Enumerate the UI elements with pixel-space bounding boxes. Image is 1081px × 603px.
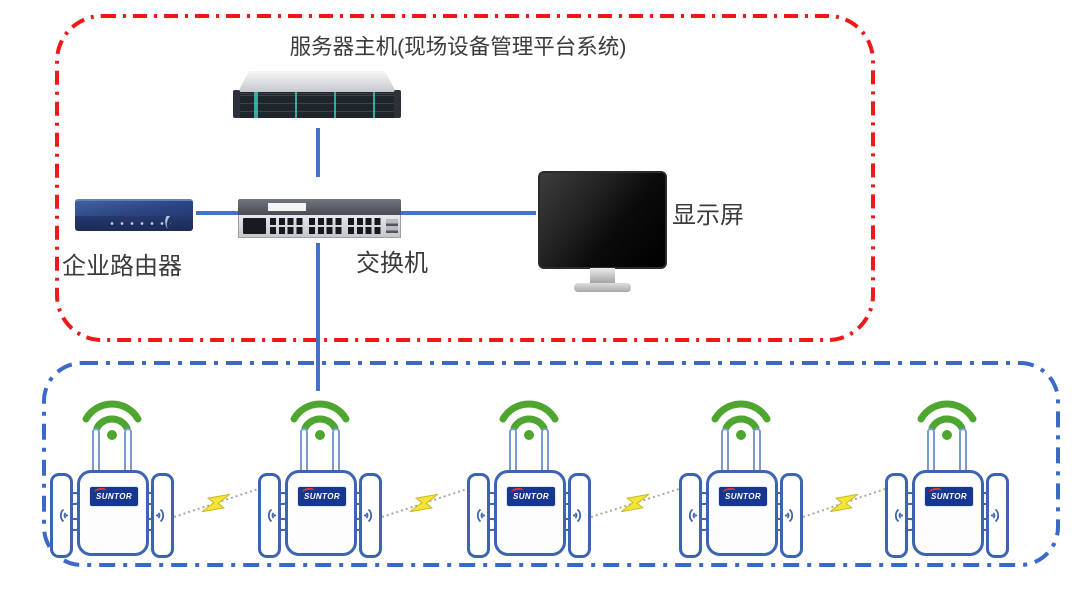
wifi-signal-icon <box>499 400 559 440</box>
switch-front <box>238 215 401 238</box>
radio-wave-right-icon <box>573 508 582 523</box>
switch-label-sticker <box>268 203 306 211</box>
radio-wave-left-icon <box>688 508 697 523</box>
brand-text: SUNTOR <box>930 492 968 501</box>
antenna <box>753 428 761 474</box>
wifi-signal-icon <box>917 400 977 440</box>
side-radio-panel-right <box>986 473 1009 558</box>
side-radio-panel-left <box>679 473 702 558</box>
device-body: SUNTOR <box>494 470 566 556</box>
antenna <box>92 428 100 474</box>
router-label: 企业路由器 <box>62 253 182 280</box>
wireless-bridge-device-1: SUNTOR <box>47 396 177 560</box>
brand-text: SUNTOR <box>95 492 133 501</box>
device-body: SUNTOR <box>912 470 984 556</box>
radio-wave-right-icon <box>156 508 165 523</box>
wireless-bridge-device-2: SUNTOR <box>255 396 385 560</box>
lightning-bolt-icon <box>829 493 859 513</box>
brand-text: SUNTOR <box>512 492 550 501</box>
server-label: 服务器主机(现场设备管理平台系统) <box>289 35 627 59</box>
router-ports <box>107 220 171 227</box>
switch-sfp-ports <box>386 219 398 233</box>
side-radio-panel-right <box>359 473 382 558</box>
brand-text: SUNTOR <box>303 492 341 501</box>
brand-badge: SUNTOR <box>297 486 347 507</box>
brand-badge: SUNTOR <box>89 486 139 507</box>
antenna <box>124 428 132 474</box>
antenna <box>721 428 729 474</box>
device-body: SUNTOR <box>77 470 149 556</box>
lightning-bolt-icon <box>201 493 231 513</box>
radio-wave-right-icon <box>785 508 794 523</box>
side-radio-panel-right <box>780 473 803 558</box>
lightning-bolt-icon <box>620 493 650 513</box>
side-radio-panel-left <box>50 473 73 558</box>
wireless-bridge-device-5: SUNTOR <box>882 396 1012 560</box>
radio-wave-left-icon <box>894 508 903 523</box>
antenna <box>541 428 549 474</box>
router-front <box>75 216 193 231</box>
antenna <box>332 428 340 474</box>
switch-port-group <box>348 218 383 235</box>
enterprise-router <box>75 199 193 231</box>
switch-top <box>238 199 401 215</box>
brand-badge: SUNTOR <box>718 486 768 507</box>
field-zone-border <box>42 361 1060 567</box>
switch-port-group <box>309 218 344 235</box>
radio-wave-left-icon <box>267 508 276 523</box>
antenna <box>959 428 967 474</box>
side-radio-panel-left <box>258 473 281 558</box>
brand-badge: SUNTOR <box>924 486 974 507</box>
switch-port-group <box>270 218 305 235</box>
display-label: 显示屏 <box>672 202 744 229</box>
server-host <box>233 71 401 119</box>
wifi-signal-icon <box>82 400 142 440</box>
antenna <box>300 428 308 474</box>
ethernet-switch <box>238 199 401 238</box>
monitor-screen <box>538 171 667 269</box>
router-top <box>75 199 193 216</box>
wifi-signal-icon <box>711 400 771 440</box>
side-radio-panel-left <box>467 473 490 558</box>
radio-wave-right-icon <box>364 508 373 523</box>
wifi-signal-icon <box>290 400 350 440</box>
radio-wave-right-icon <box>991 508 1000 523</box>
side-radio-panel-right <box>568 473 591 558</box>
radio-wave-left-icon <box>476 508 485 523</box>
brand-text: SUNTOR <box>724 492 762 501</box>
monitor-neck <box>590 268 615 284</box>
device-body: SUNTOR <box>285 470 357 556</box>
side-radio-panel-right <box>151 473 174 558</box>
antenna <box>927 428 935 474</box>
server-drive-bays <box>233 90 401 118</box>
monitor-base <box>574 283 631 292</box>
control-zone-border <box>55 14 875 342</box>
router-swoosh <box>160 216 193 231</box>
display-monitor <box>538 171 667 297</box>
wireless-bridge-device-4: SUNTOR <box>676 396 806 560</box>
lightning-bolt-icon <box>409 493 439 513</box>
brand-badge: SUNTOR <box>506 486 556 507</box>
switch-module <box>243 218 266 234</box>
switch-label: 交换机 <box>356 250 428 277</box>
server-lid <box>238 71 396 92</box>
radio-wave-left-icon <box>59 508 68 523</box>
antenna <box>509 428 517 474</box>
side-radio-panel-left <box>885 473 908 558</box>
device-body: SUNTOR <box>706 470 778 556</box>
wireless-bridge-device-3: SUNTOR <box>464 396 594 560</box>
